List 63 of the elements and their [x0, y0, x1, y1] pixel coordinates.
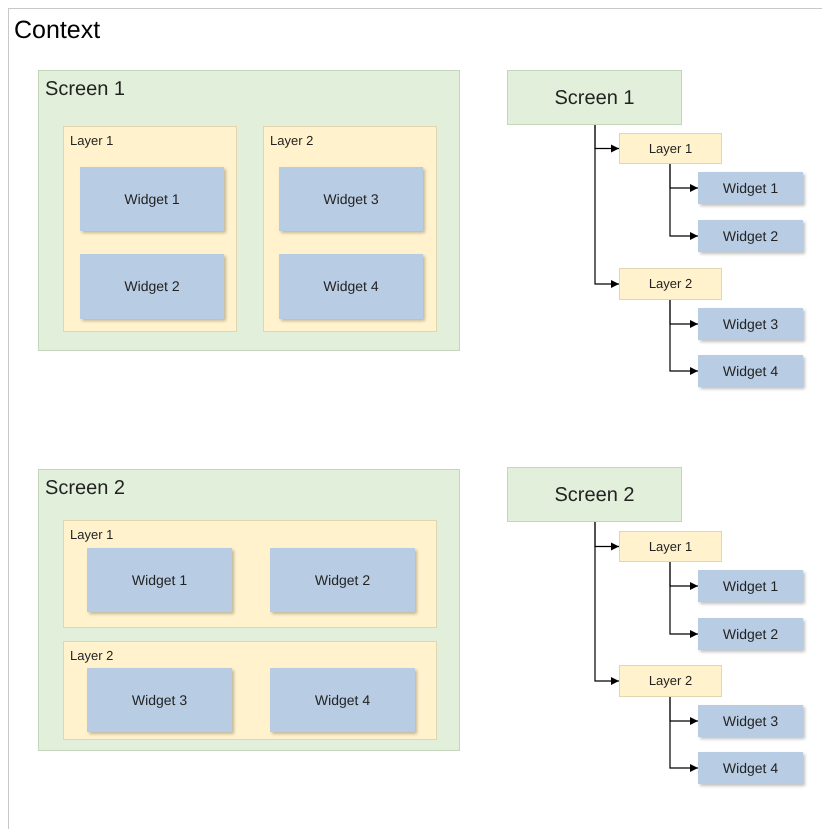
- node-label: Layer 2: [648, 275, 692, 294]
- layer-box: [63, 126, 237, 332]
- widget-box: [698, 172, 803, 204]
- node-label: Layer 2: [648, 672, 692, 690]
- node-label: Widget 3: [722, 314, 778, 334]
- widget-box: [80, 167, 224, 231]
- widget-box: [698, 752, 803, 784]
- widget-box: [87, 548, 232, 612]
- layer-box: [619, 268, 722, 300]
- widget-box: [698, 220, 803, 252]
- connector-arrow: [669, 562, 698, 638]
- connector-arrow: [594, 522, 619, 685]
- layer-box: [619, 531, 722, 562]
- node-label: Screen 1: [45, 77, 126, 102]
- node-label: Widget 4: [323, 277, 379, 296]
- layer-box: [619, 133, 722, 164]
- screen-box: [38, 469, 460, 751]
- screen-box: [507, 467, 682, 522]
- widget-box: [279, 254, 423, 319]
- diagram-title: Context: [14, 15, 100, 46]
- widget-box: [279, 167, 423, 231]
- node-label: Widget 4: [314, 690, 370, 710]
- screen-box: [507, 70, 682, 125]
- widget-box: [698, 570, 803, 602]
- node-label: Widget 4: [722, 362, 778, 381]
- layer-box: [263, 126, 437, 332]
- node-label: Widget 1: [722, 576, 778, 596]
- node-label: Screen 2: [554, 482, 635, 508]
- widget-box: [80, 254, 224, 319]
- node-label: Widget 3: [722, 712, 778, 731]
- node-label: Layer 1: [70, 133, 114, 150]
- node-label: Widget 2: [124, 277, 180, 296]
- layer-box: [63, 520, 437, 628]
- connector-arrow: [594, 125, 619, 288]
- layer-box: [63, 641, 437, 740]
- widget-box: [270, 668, 415, 732]
- widget-box: [87, 668, 232, 732]
- widget-box: [698, 355, 803, 387]
- node-label: Layer 1: [70, 527, 114, 544]
- node-label: Widget 3: [323, 190, 379, 209]
- connector-arrow: [669, 697, 698, 772]
- node-label: Widget 1: [132, 570, 188, 590]
- connector-arrow: [669, 164, 698, 240]
- node-label: Widget 3: [132, 690, 188, 710]
- connector-arrow: [669, 300, 698, 375]
- node-label: Widget 1: [722, 178, 778, 198]
- node-label: Screen 2: [45, 476, 126, 501]
- node-label: Widget 2: [722, 624, 778, 644]
- widget-box: [698, 705, 803, 737]
- node-label: Screen 1: [554, 86, 635, 110]
- node-label: Layer 2: [270, 133, 314, 150]
- node-label: Layer 2: [70, 648, 114, 664]
- widget-box: [270, 548, 415, 612]
- node-label: Layer 1: [648, 140, 692, 158]
- node-label: Layer 1: [648, 538, 692, 556]
- node-label: Widget 4: [722, 758, 778, 778]
- layer-box: [619, 665, 722, 697]
- node-label: Widget 1: [124, 190, 180, 209]
- node-label: Widget 2: [314, 570, 370, 590]
- node-label: Widget 2: [722, 226, 778, 246]
- widget-box: [698, 308, 803, 340]
- screen-box: [38, 70, 460, 351]
- widget-box: [698, 618, 803, 650]
